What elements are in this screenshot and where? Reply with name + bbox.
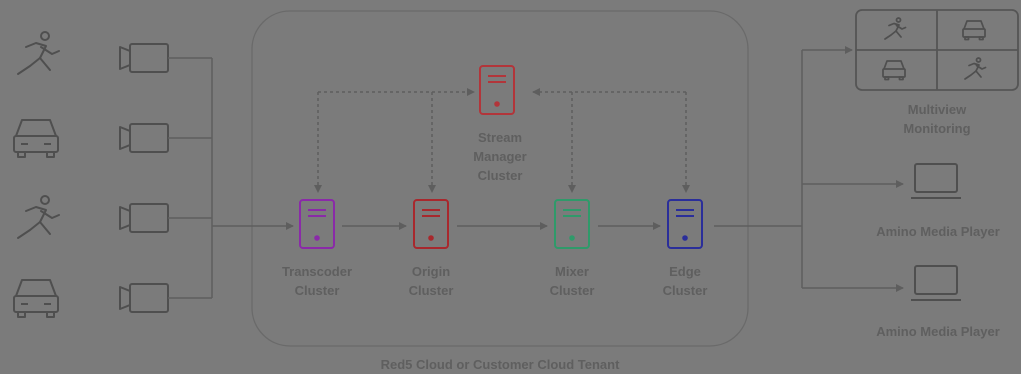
laptop-icon	[911, 265, 961, 301]
mixer-line1: Mixer	[555, 264, 589, 279]
runner-icon	[17, 31, 60, 75]
stream-manager-line1: Stream	[477, 130, 523, 145]
origin-line1: Origin	[411, 264, 451, 279]
car-icon	[962, 20, 986, 41]
multiview-monitor	[855, 9, 1019, 91]
edge-line1: Edge	[669, 264, 701, 279]
transcoder-label: Transcoder Cluster	[262, 262, 372, 300]
camera-icon	[119, 203, 169, 233]
stream-manager-line2: Manager	[473, 149, 527, 164]
output-connector-lines	[801, 46, 904, 292]
multiview-line2: Monitoring	[903, 121, 971, 136]
transcoder-server-icon	[299, 199, 335, 249]
multiview-line1: Multiview	[907, 102, 967, 117]
cloud-tenant-box	[251, 10, 749, 347]
stream-manager-server-icon	[479, 65, 515, 115]
edge-line2: Cluster	[662, 283, 708, 298]
camera-connector-lines	[168, 57, 294, 299]
laptop-icon	[911, 163, 961, 199]
edge-server-icon	[667, 199, 703, 249]
stream-manager-dashed-lines	[314, 88, 690, 193]
mixer-line2: Cluster	[549, 283, 595, 298]
runner-icon	[964, 57, 987, 80]
transcoder-line1: Transcoder	[281, 264, 353, 279]
camera-icon	[119, 43, 169, 73]
player2-label: Amino Media Player	[858, 322, 1018, 341]
edge-label: Edge Cluster	[640, 262, 730, 300]
origin-line2: Cluster	[408, 283, 454, 298]
runner-icon	[884, 17, 907, 40]
runner-icon	[17, 195, 60, 239]
player1-label: Amino Media Player	[858, 222, 1018, 241]
stream-manager-line3: Cluster	[477, 168, 523, 183]
origin-label: Origin Cluster	[386, 262, 476, 300]
car-icon	[13, 279, 59, 318]
transcoder-line2: Cluster	[294, 283, 340, 298]
car-icon	[13, 119, 59, 158]
camera-icon	[119, 123, 169, 153]
player1-text: Amino Media Player	[876, 224, 1000, 239]
player2-text: Amino Media Player	[876, 324, 1000, 339]
mixer-server-icon	[554, 199, 590, 249]
mixer-label: Mixer Cluster	[527, 262, 617, 300]
origin-server-icon	[413, 199, 449, 249]
tenant-label-text: Red5 Cloud or Customer Cloud Tenant	[380, 357, 620, 372]
car-icon	[882, 60, 906, 81]
stream-manager-label: Stream Manager Cluster	[450, 128, 550, 185]
tenant-label: Red5 Cloud or Customer Cloud Tenant	[300, 355, 700, 374]
camera-icon	[119, 283, 169, 313]
multiview-label: Multiview Monitoring	[872, 100, 1002, 138]
